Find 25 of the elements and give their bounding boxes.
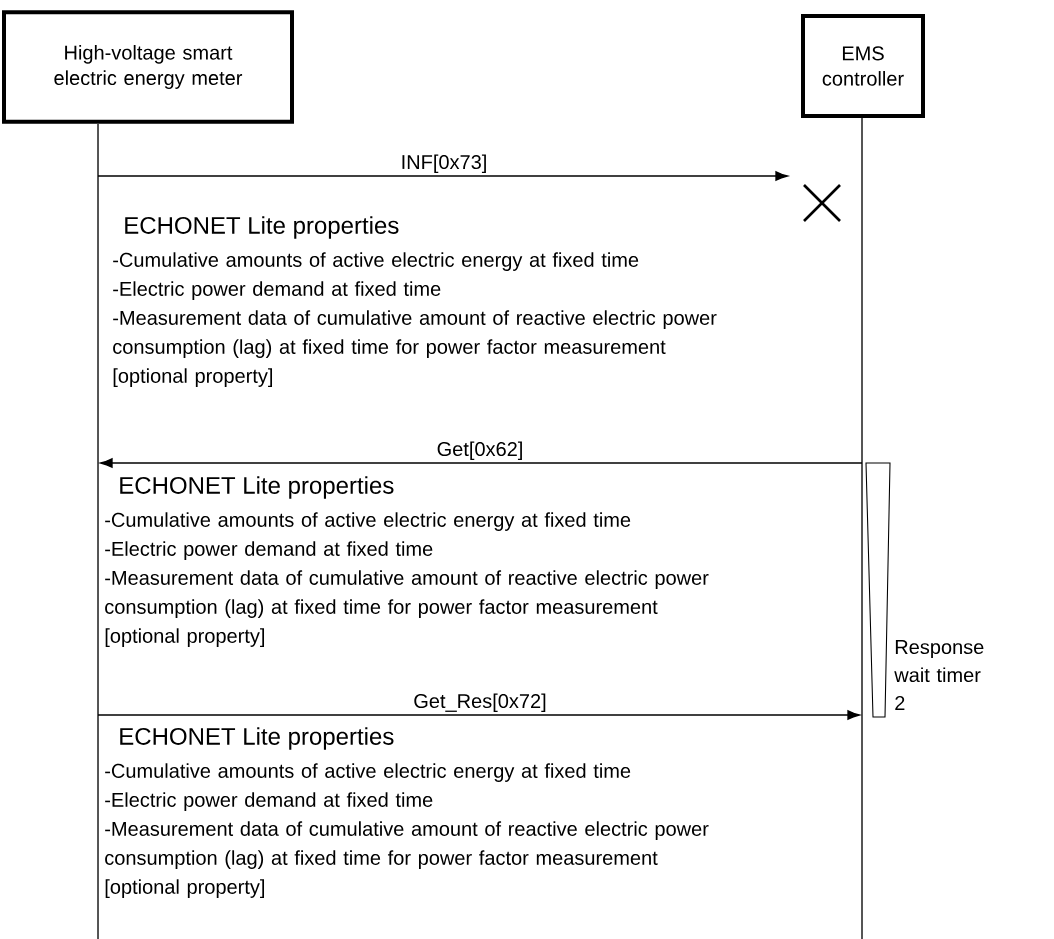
edge-label: INF[0x73] — [402, 154, 486, 174]
property-text: -Cumulative amounts of active electric energy at fixed time — [105, 512, 631, 531]
lifeline — [861, 117, 863, 939]
lifeline-box: EMS controller — [801, 14, 925, 118]
property-text: -Electric power demand at fixed time — [113, 281, 441, 300]
message-arrow — [97, 171, 788, 181]
edge-label: Get[0x62] — [437, 441, 522, 461]
section-heading: ECHONET Lite properties — [120, 476, 394, 499]
section-heading: ECHONET Lite properties — [125, 216, 399, 239]
message-arrow — [100, 458, 863, 468]
timer-label: Response wait timer 2 — [894, 640, 984, 710]
property-text: -Cumulative amounts of active electric energy at fixed time — [105, 763, 631, 782]
property-text: -Measurement data of cumulative amount of reactive electric power consumption (lag) at fixed time for power factor measurement [optional property] — [105, 821, 709, 898]
lifeline-box: High-voltage smart electric energy meter — [2, 10, 294, 124]
property-text: -Electric power demand at fixed time — [105, 541, 433, 560]
property-text: -Cumulative amounts of active electric energy at fixed time — [113, 252, 639, 271]
property-text: -Electric power demand at fixed time — [105, 792, 433, 811]
edge-label: Get_Res[0x72] — [414, 693, 546, 713]
property-text: -Measurement data of cumulative amount of reactive electric power consumption (lag) at fixed time for power factor measurement [optional property] — [105, 570, 709, 647]
timer-bar — [865, 462, 891, 718]
lifeline — [97, 123, 99, 939]
section-heading: ECHONET Lite properties — [120, 727, 394, 750]
cross-mark — [802, 183, 842, 223]
property-text: -Measurement data of cumulative amount of reactive electric power consumption (lag) at fixed time for power factor measurement [optional property] — [113, 310, 717, 387]
message-arrow — [97, 710, 860, 720]
